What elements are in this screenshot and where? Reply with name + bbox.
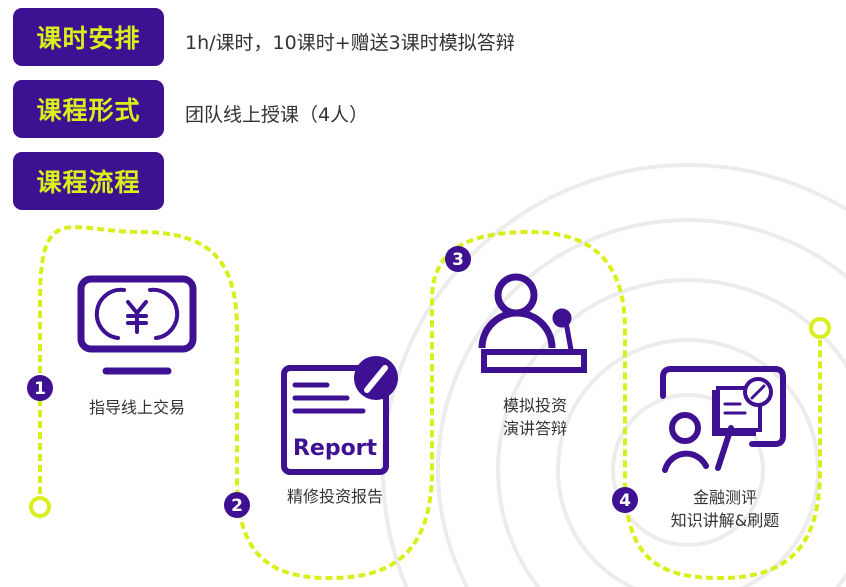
step-3-label-line-2: 演讲答辩 [502, 419, 567, 438]
format-text: 团队线上授课（4人） [185, 104, 369, 126]
format-tag: 课程形式 [13, 80, 164, 138]
step-3-label: 模拟投资 演讲答辩 [470, 394, 600, 440]
step-1-label: 指导线上交易 [72, 396, 202, 419]
step-4-label-line-1: 金融测评 [692, 488, 757, 507]
step-4-label-line-2: 知识讲解&刷题 [670, 511, 780, 530]
speaker-podium-icon [478, 273, 587, 373]
svg-text:2: 2 [231, 496, 243, 516]
teacher-board-icon [660, 366, 786, 473]
step-badge-1: 1 [27, 375, 53, 401]
path-end-marker [809, 317, 831, 339]
schedule-tag: 课时安排 [13, 8, 164, 66]
schedule-text: 1h/课时，10课时+赠送3课时模拟答辩 [185, 32, 515, 54]
report-edit-icon: Report [281, 356, 398, 475]
monitor-yen-exchange-icon [77, 275, 197, 375]
step-1-label-line: 指导线上交易 [88, 398, 185, 417]
process-tag: 课程流程 [13, 152, 164, 210]
report-icon-text: Report [293, 436, 378, 461]
svg-text:4: 4 [619, 491, 631, 511]
step-badge-3: 3 [445, 246, 471, 272]
step-2-label-line: 精修投资报告 [286, 487, 383, 506]
path-start-marker [29, 496, 51, 518]
step-badge-2: 2 [224, 492, 250, 518]
step-3-label-line-1: 模拟投资 [502, 396, 567, 415]
step-4-label: 金融测评 知识讲解&刷题 [655, 486, 795, 532]
step-badge-4: 4 [612, 487, 638, 513]
svg-text:1: 1 [34, 379, 46, 399]
svg-text:3: 3 [452, 250, 464, 270]
step-2-label: 精修投资报告 [270, 485, 400, 508]
